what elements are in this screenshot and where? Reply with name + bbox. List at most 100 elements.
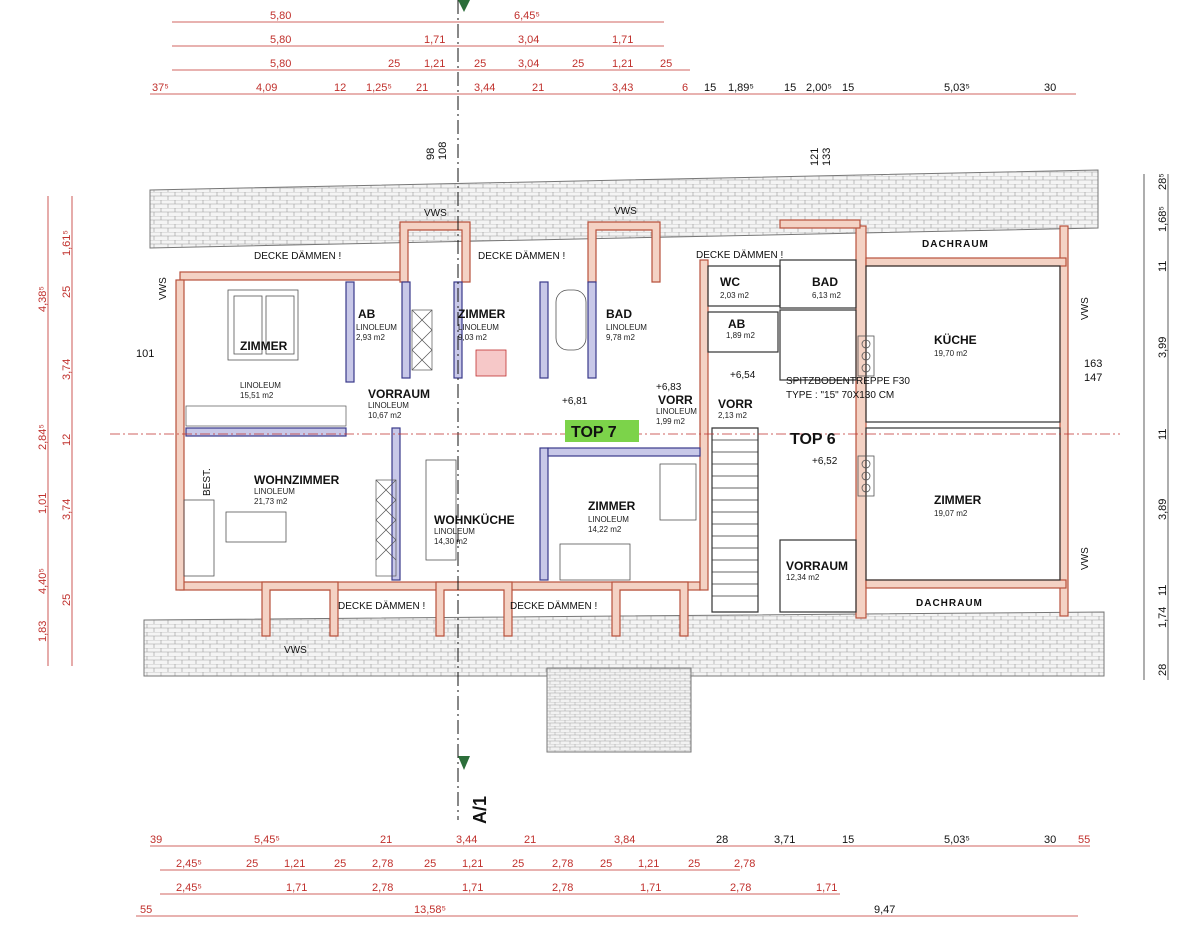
label-dachraum: DACHRAUM [922, 239, 989, 250]
dim-value: 2,45⁵ [176, 882, 202, 894]
dim-value: 1,74 [1157, 607, 1169, 628]
top7-highlight [565, 420, 639, 442]
dim-value: 37⁵ [152, 82, 169, 94]
dim-value: 28 [716, 834, 728, 846]
dim-value: 2,00⁵ [806, 82, 832, 94]
dim-value: 25 [512, 858, 524, 870]
room-area: 9,03 m2 [458, 333, 487, 342]
dim-value: 6 [682, 82, 688, 94]
dim-value: 1,21 [462, 858, 483, 870]
room-area: 19,07 m2 [934, 509, 968, 518]
dim-value: 163 [1084, 358, 1102, 370]
room-area: 14,30 m2 [434, 537, 468, 546]
dim-value: 25 [61, 286, 73, 298]
window-dims: 98 108 121 133 101 163 147 [136, 142, 1102, 384]
unit-top6: TOP 6 [790, 431, 836, 448]
dim-value: 1,61⁵ [61, 230, 73, 256]
dim-value: 30 [1044, 82, 1056, 94]
label-vws: VWS [424, 208, 447, 219]
room-area: 2,93 m2 [356, 333, 385, 342]
dim-value: 133 [821, 148, 833, 166]
dim-values-top-row1: 5,80 6,45⁵ [270, 10, 540, 22]
dim-value: 12 [334, 82, 346, 94]
dim-value: 1,71 [640, 882, 661, 894]
level-marker: +6,52 [812, 456, 838, 467]
dim-value: 101 [136, 348, 154, 360]
room-area: 19,70 m2 [934, 349, 968, 358]
dim-value: 2,78 [372, 858, 393, 870]
dim-value: 12 [61, 434, 73, 446]
label-vws: VWS [1080, 547, 1091, 570]
dim-values-top-row3: 5,80 25 1,21 25 3,04 25 1,21 25 [270, 58, 672, 70]
room-floor: LINOLEUM [356, 323, 397, 332]
dim-value: 3,44 [474, 82, 495, 94]
dim-value: 3,43 [612, 82, 633, 94]
dim-value: 3,71 [774, 834, 795, 846]
dim-values-top-row2: 5,80 1,71 3,04 1,71 [270, 34, 633, 46]
dim-values-bottom-row4: 55 13,58⁵ 9,47 [140, 904, 895, 916]
dim-values-bottom-row1: 39 5,45⁵ 21 3,44 21 3,84 28 3,71 15 5,03… [150, 834, 1090, 846]
dim-value: 3,89 [1157, 499, 1169, 520]
dim-value: 25 [388, 58, 400, 70]
dim-value: 15 [784, 82, 796, 94]
label-vws: VWS [1080, 297, 1091, 320]
room-area: 14,22 m2 [588, 525, 622, 534]
room-floor: LINOLEUM [588, 515, 629, 524]
room-area: 1,99 m2 [656, 417, 685, 426]
dim-value: 5,03⁵ [944, 834, 970, 846]
dim-value: 9,47 [874, 904, 895, 916]
dim-value: 21 [532, 82, 544, 94]
stair-run [712, 439, 758, 597]
room-area: 15,51 m2 [240, 391, 274, 400]
roof-bottom [143, 611, 1105, 677]
section-marker-top [458, 0, 470, 12]
dim-values-left: 1,61⁵ 4,38⁵ 25 3,74 12 2,84⁵ 1,01 3,74 4… [37, 230, 73, 642]
dim-lines-top [150, 21, 1076, 95]
dim-value: 3,44 [456, 834, 477, 846]
dim-value: 15 [704, 82, 716, 94]
dim-value: 28 [1157, 664, 1169, 676]
dim-value: 25 [474, 58, 486, 70]
dim-value: 121 [809, 148, 821, 166]
label-decke-daemmen: DECKE DÄMMEN ! [254, 250, 341, 262]
dim-value: 30 [1044, 834, 1056, 846]
dim-value: 21 [380, 834, 392, 846]
room-name: ZIMMER [588, 499, 636, 513]
dim-value: 3,04 [518, 34, 539, 46]
dim-value: 25 [600, 858, 612, 870]
dim-value: 5,80 [270, 10, 291, 22]
room-name: VORR [718, 397, 753, 411]
room-floor: LINOLEUM [240, 381, 281, 390]
dim-value: 1,71 [462, 882, 483, 894]
dormers-top [399, 221, 661, 283]
room-area: 1,89 m2 [726, 331, 755, 340]
dim-values-bottom-row3: 2,45⁵ 1,71 2,78 1,71 2,78 1,71 2,78 1,71 [176, 882, 837, 894]
dim-value: 1,89⁵ [728, 82, 754, 94]
dim-value: 6,45⁵ [514, 10, 540, 22]
dim-value: 11 [1157, 429, 1169, 440]
room-floor: LINOLEUM [434, 527, 475, 536]
dim-value: 1,71 [286, 882, 307, 894]
room-name: ZIMMER [240, 339, 288, 353]
dim-value: 2,78 [552, 882, 573, 894]
dim-value: 25 [246, 858, 258, 870]
dim-lines-left [47, 196, 73, 666]
room-name: WC [720, 275, 740, 289]
dim-value: 3,84 [614, 834, 635, 846]
dim-lines-bottom [136, 845, 1090, 917]
dim-value: 1,71 [816, 882, 837, 894]
room-name: WOHNZIMMER [254, 473, 340, 487]
dim-value: 2,78 [552, 858, 573, 870]
dim-value: 2,78 [730, 882, 751, 894]
level-marker: +6,81 [562, 396, 588, 407]
dim-value: 5,03⁵ [944, 82, 970, 94]
room-floor: LINOLEUM [254, 487, 295, 496]
dim-value: 98 [425, 148, 437, 160]
label-spitzboden-type: TYPE : "15" 70X130 CM [786, 390, 894, 401]
level-marker: +6,54 [730, 370, 756, 381]
room-name: VORRAUM [786, 559, 848, 573]
dim-values-right: 28⁵ 1,68⁵ 11 3,99 11 3,89 11 1,74 28 [1157, 173, 1169, 676]
room-area: 10,67 m2 [368, 411, 402, 420]
top6-walls [707, 259, 1061, 613]
